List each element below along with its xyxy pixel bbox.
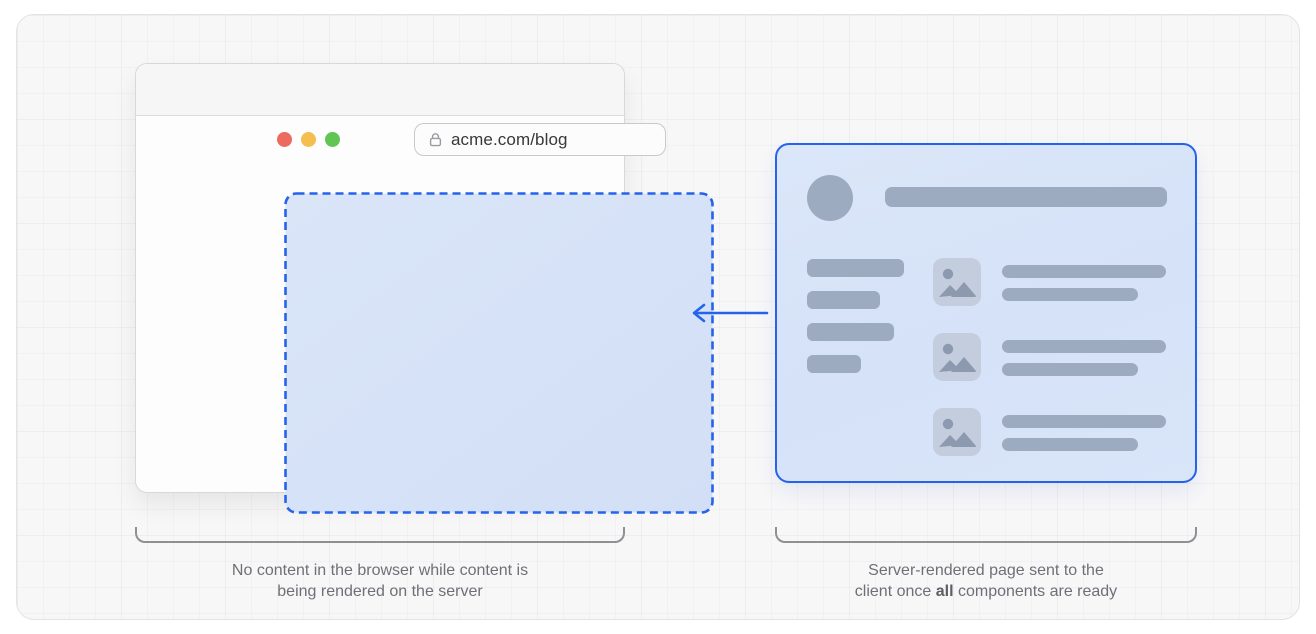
article-row: [933, 333, 1166, 381]
nav-bar-placeholder: [807, 291, 880, 309]
nav-bar-placeholder: [807, 323, 894, 341]
caption-server: Server-rendered page sent to the client …: [775, 560, 1197, 602]
server-rendered-page: [775, 143, 1197, 483]
browser-window: acme.com/blog: [135, 63, 714, 514]
transfer-arrow-icon: [692, 303, 769, 323]
browser-titlebar: [136, 64, 624, 116]
traffic-light-maximize-icon: [325, 132, 340, 147]
text-bar-placeholder: [1002, 415, 1166, 428]
text-bar-placeholder: [1002, 363, 1138, 376]
avatar-placeholder: [807, 175, 853, 221]
traffic-light-minimize-icon: [301, 132, 316, 147]
text-bar-placeholder: [1002, 265, 1166, 278]
right-brace: [775, 527, 1197, 543]
nav-bar-placeholder: [807, 355, 861, 373]
nav-bar-placeholder: [807, 259, 904, 277]
lock-icon: [429, 132, 442, 146]
article-row: [933, 408, 1166, 456]
image-placeholder-icon: [933, 258, 981, 306]
caption-server-line2: client once all components are ready: [854, 583, 1118, 601]
image-placeholder-icon: [933, 408, 981, 456]
url-text: acme.com/blog: [451, 129, 568, 149]
traffic-light-close-icon: [277, 132, 292, 147]
header-bar-placeholder: [885, 187, 1167, 207]
address-bar: acme.com/blog: [414, 123, 666, 156]
caption-browser: No content in the browser while content …: [135, 560, 625, 602]
text-bar-placeholder: [1002, 288, 1138, 301]
image-placeholder-icon: [933, 333, 981, 381]
article-row: [933, 258, 1166, 306]
caption-browser-line2: being rendered on the server: [277, 583, 483, 601]
left-brace: [135, 527, 625, 543]
diagram-canvas: acme.com/blog: [16, 14, 1300, 620]
nav-placeholders: [807, 259, 904, 373]
caption-server-line1: Server-rendered page sent to the: [868, 562, 1104, 579]
article-rows: [933, 258, 1166, 456]
text-bar-placeholder: [1002, 438, 1138, 451]
empty-content-placeholder: [284, 192, 714, 514]
text-bar-placeholder: [1002, 340, 1166, 353]
caption-browser-line1: No content in the browser while content …: [231, 562, 529, 579]
